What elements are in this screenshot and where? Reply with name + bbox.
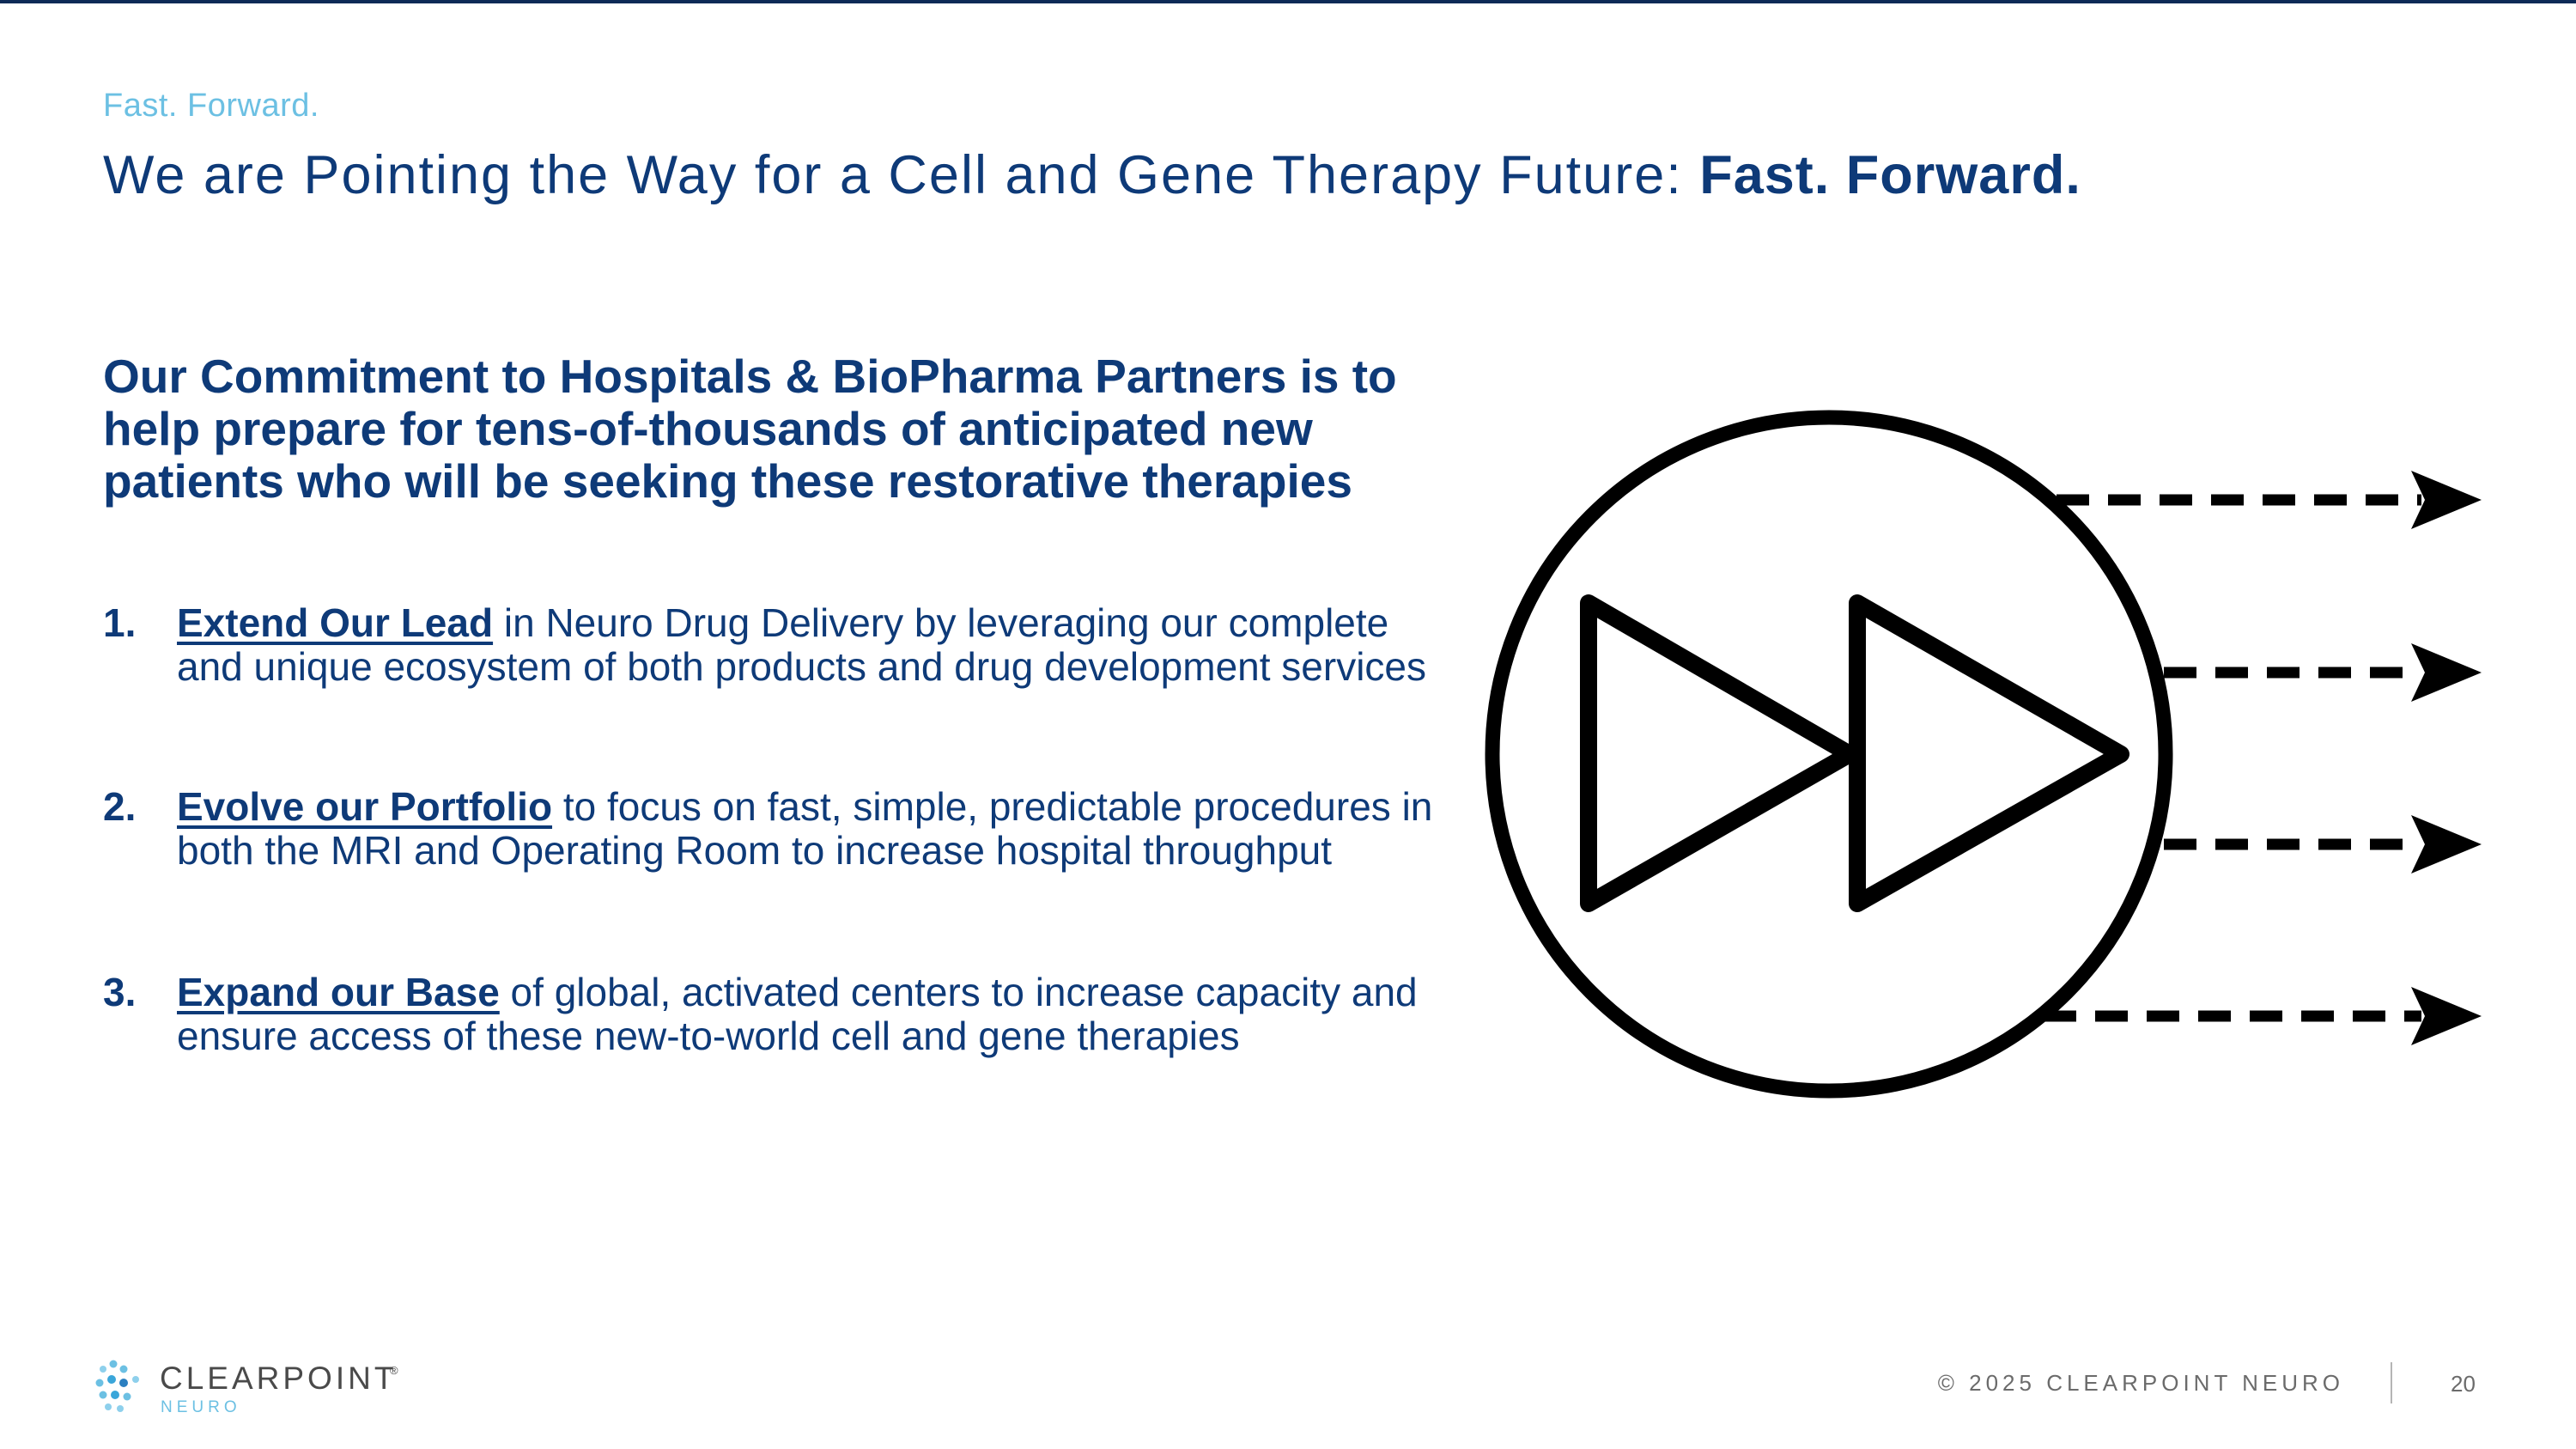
logo-registered-mark: ®: [390, 1364, 398, 1377]
priority-lead: Evolve our Portfolio: [177, 784, 553, 829]
logo-sub: NEURO: [161, 1398, 241, 1416]
page-number: 20: [2451, 1371, 2476, 1397]
priority-text: in Neuro Drug Delivery by leveraging our…: [177, 600, 1426, 689]
footer-divider: [2391, 1362, 2392, 1403]
slide-eyebrow: Fast. Forward.: [103, 88, 319, 124]
commitment-statement: Our Commitment to Hospitals & BioPharma …: [103, 350, 1397, 508]
slide-title-main: We are Pointing the Way for a Cell and G…: [103, 145, 1700, 205]
priority-number: 2.: [103, 784, 137, 829]
logo-name: CLEARPOINT: [160, 1361, 397, 1396]
dashed-arrow-2: [2164, 643, 2482, 702]
priority-item: 3. Expand our Base of global, activated c…: [103, 971, 1443, 1058]
priority-lead: Expand our Base: [177, 970, 500, 1014]
priorities-list: 1. Extend Our Lead in Neuro Drug Delivery…: [103, 601, 1443, 1058]
play-triangle-left: [1580, 594, 1858, 912]
slide-title-emphasis: Fast. Forward.: [1699, 145, 2081, 205]
logo-dots-icon: [95, 1360, 139, 1412]
slide-title: We are Pointing the Way for a Cell and G…: [103, 144, 2081, 206]
priority-text: to focus on fast, simple, predictable pr…: [177, 784, 1433, 873]
dashed-arrow-1: [2057, 471, 2482, 529]
dashed-arrow-3: [2164, 815, 2482, 874]
top-rule: [0, 0, 2576, 3]
play-triangle-right: [1849, 594, 2129, 912]
priority-item: 1. Extend Our Lead in Neuro Drug Delivery…: [103, 601, 1443, 689]
priority-item: 2. Evolve our Portfolio to focus on fast,…: [103, 785, 1443, 873]
priority-number: 1.: [103, 600, 137, 645]
priority-text: of global, activated centers to increase…: [177, 970, 1418, 1058]
fast-forward-circle: [1485, 410, 2173, 1099]
footer-copyright: © 2025 CLEARPOINT NEURO: [1937, 1370, 2344, 1396]
fast-forward-icon: [1485, 410, 2482, 1099]
clearpoint-neuro-logo: CLEARPOINT ® NEURO: [95, 1360, 398, 1416]
priority-number: 3.: [103, 970, 137, 1014]
dashed-arrow-4: [2044, 987, 2482, 1045]
priority-lead: Extend Our Lead: [177, 600, 494, 645]
